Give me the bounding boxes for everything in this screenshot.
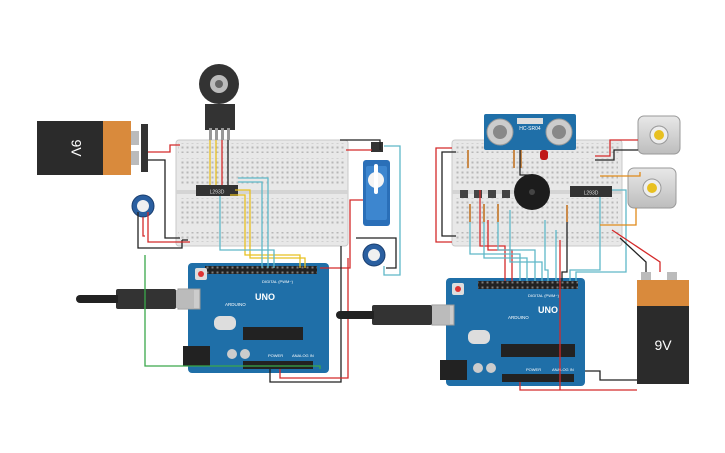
dc-motor-top <box>637 115 681 155</box>
potentiometer-left <box>131 194 155 218</box>
arduino-right-analog-label: ANALOG IN <box>552 367 574 372</box>
usb-cable-left <box>76 289 194 309</box>
battery-left: 9V <box>37 121 148 175</box>
ultrasonic-sensor: HC-SR04 <box>484 114 576 150</box>
driver-right-label: L293D <box>584 191 599 197</box>
battery-right-body <box>637 306 689 384</box>
push-buttons <box>460 190 510 198</box>
led-red <box>540 150 548 160</box>
arduino-right-brand: ARDUINO <box>508 315 529 320</box>
battery-left-label: 9V <box>68 139 84 157</box>
arduino-right-digital-label: DIGITAL (PWM~) <box>528 293 560 298</box>
wires-right <box>435 139 661 391</box>
arduino-right-power-label: POWER <box>526 367 541 372</box>
rotary-encoder <box>199 64 239 140</box>
usb-cable-right <box>336 305 450 325</box>
arduino-left-digital-label: DIGITAL (PWM~) <box>262 279 294 284</box>
battery-right-label: 9V <box>654 337 672 353</box>
arduino-right: UNO ARDUINO DIGITAL (PWM~) POWER ANALOG … <box>431 278 585 386</box>
arduino-left-brand: ARDUINO <box>225 302 246 307</box>
ultrasonic-label: HC-SR04 <box>519 126 541 132</box>
arduino-right-model: UNO <box>538 305 558 315</box>
piezo-buzzer <box>514 174 550 210</box>
battery-right: 9V <box>637 272 689 384</box>
driver-left-label: L293D <box>210 190 225 196</box>
motor-driver-chip-left: L293D <box>196 185 238 196</box>
dc-motor-bottom <box>627 167 677 209</box>
motor-driver-chip-right: L293D <box>570 186 612 197</box>
resistors <box>467 150 568 222</box>
wires-left <box>137 139 401 383</box>
servo-motor <box>363 142 390 226</box>
potentiometer-servo <box>362 243 386 267</box>
arduino-left-power-label: POWER <box>268 353 283 358</box>
arduino-left: UNO ARDUINO DIGITAL (PWM~) POWER ANALOG … <box>177 263 329 373</box>
arduino-left-model: UNO <box>255 292 275 302</box>
arduino-left-analog-label: ANALOG IN <box>292 353 314 358</box>
